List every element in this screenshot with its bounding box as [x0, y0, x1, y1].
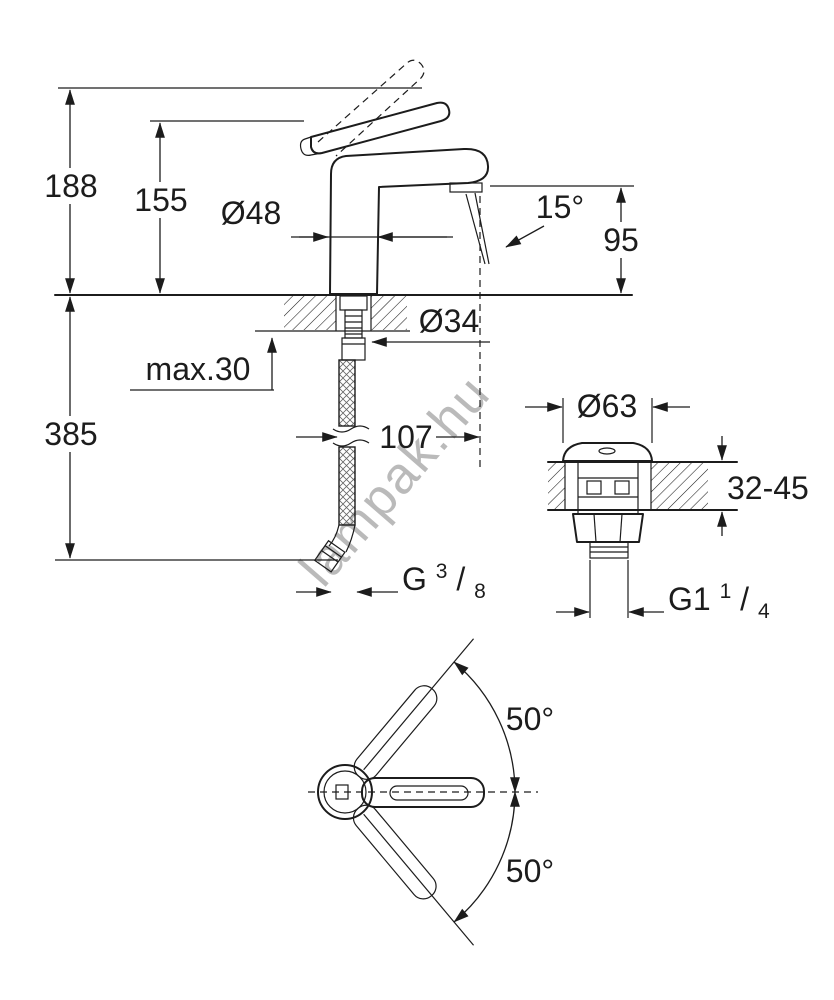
- thread-denominator: 8: [474, 580, 486, 603]
- dim-label-mount-range: 32-45: [727, 470, 809, 506]
- dim-label-hole-diameter: Ø34: [419, 303, 479, 339]
- dim-label-spout-height: 95: [603, 222, 639, 258]
- handle-ghost-lower: [352, 804, 475, 946]
- handle-lever: [310, 101, 451, 155]
- dim-label-body-diameter: Ø48: [221, 195, 281, 231]
- water-stream: [465, 193, 486, 265]
- thread-numerator: 1: [720, 580, 732, 603]
- aerator: [449, 182, 483, 193]
- overflow-slot: [614, 480, 630, 495]
- dim-label-hose-length: 385: [44, 416, 97, 452]
- swing-arc-lower: [453, 791, 520, 923]
- dimension-lines: [55, 87, 727, 618]
- label-backgrounds: [42, 168, 641, 452]
- drain-valve-view: [547, 442, 738, 559]
- counter-section: [54, 294, 633, 332]
- counter-hatch-right: [371, 296, 407, 330]
- dimension-labels: 188 155 Ø48 15° 95 max.30 Ø34 385 107 G …: [44, 168, 809, 889]
- handle-lever-slot: [389, 785, 469, 801]
- drain-cap-slot: [598, 447, 616, 455]
- shank-collar: [339, 295, 368, 311]
- braided-hose-upper: [338, 359, 356, 427]
- leader-15deg: [505, 225, 545, 248]
- handle-top-view: [308, 638, 538, 946]
- drain-hatch-left: [548, 463, 565, 509]
- handle-raised-dashed: [317, 59, 425, 157]
- thread-base: G: [402, 561, 427, 597]
- dim-label-body-height: 155: [134, 182, 187, 218]
- thread-slash: /: [456, 561, 465, 597]
- body-inner-circle: [323, 770, 367, 814]
- thread-numerator: 3: [436, 560, 448, 583]
- hose-break-marks: [332, 425, 370, 447]
- faucet-undersink: [313, 295, 370, 573]
- swing-arc-upper: [453, 661, 520, 793]
- thread-slash: /: [740, 581, 749, 617]
- dim-label-max-thickness: max.30: [146, 351, 251, 387]
- handle-front: [299, 136, 323, 156]
- hose-nut: [341, 337, 366, 361]
- thread-base: G1: [668, 581, 711, 617]
- body-circle: [317, 764, 373, 820]
- drain-hatch-right: [651, 463, 708, 509]
- dim-label-drain-thread: G1 1 / 4: [668, 569, 770, 623]
- dim-label-swing-upper: 50°: [506, 701, 554, 737]
- faucet-side-view: [299, 59, 490, 468]
- water-stream: [474, 192, 490, 265]
- drain-tailpiece: [589, 541, 629, 559]
- drain-cap: [562, 442, 653, 462]
- thread-denominator: 4: [758, 600, 770, 623]
- dim-label-total-height: 188: [44, 168, 97, 204]
- handle-ghost-upper: [353, 638, 475, 780]
- dim-label-hose-thread: G 3 / 8: [402, 549, 486, 603]
- faucet-body-outline: [329, 147, 490, 295]
- body-center-detail: [335, 784, 349, 800]
- drain-hex-nut: [572, 513, 644, 543]
- hose-bend: [328, 524, 356, 553]
- braided-hose-lower: [338, 446, 356, 526]
- dim-label-spout-angle: 15°: [536, 189, 584, 225]
- dim-label-swing-lower: 50°: [506, 853, 554, 889]
- dim-label-cap-diameter: Ø63: [577, 388, 637, 424]
- counter-hatch-left: [284, 296, 336, 330]
- dim-label-spout-reach: 107: [379, 419, 432, 455]
- overflow-slot: [586, 480, 602, 495]
